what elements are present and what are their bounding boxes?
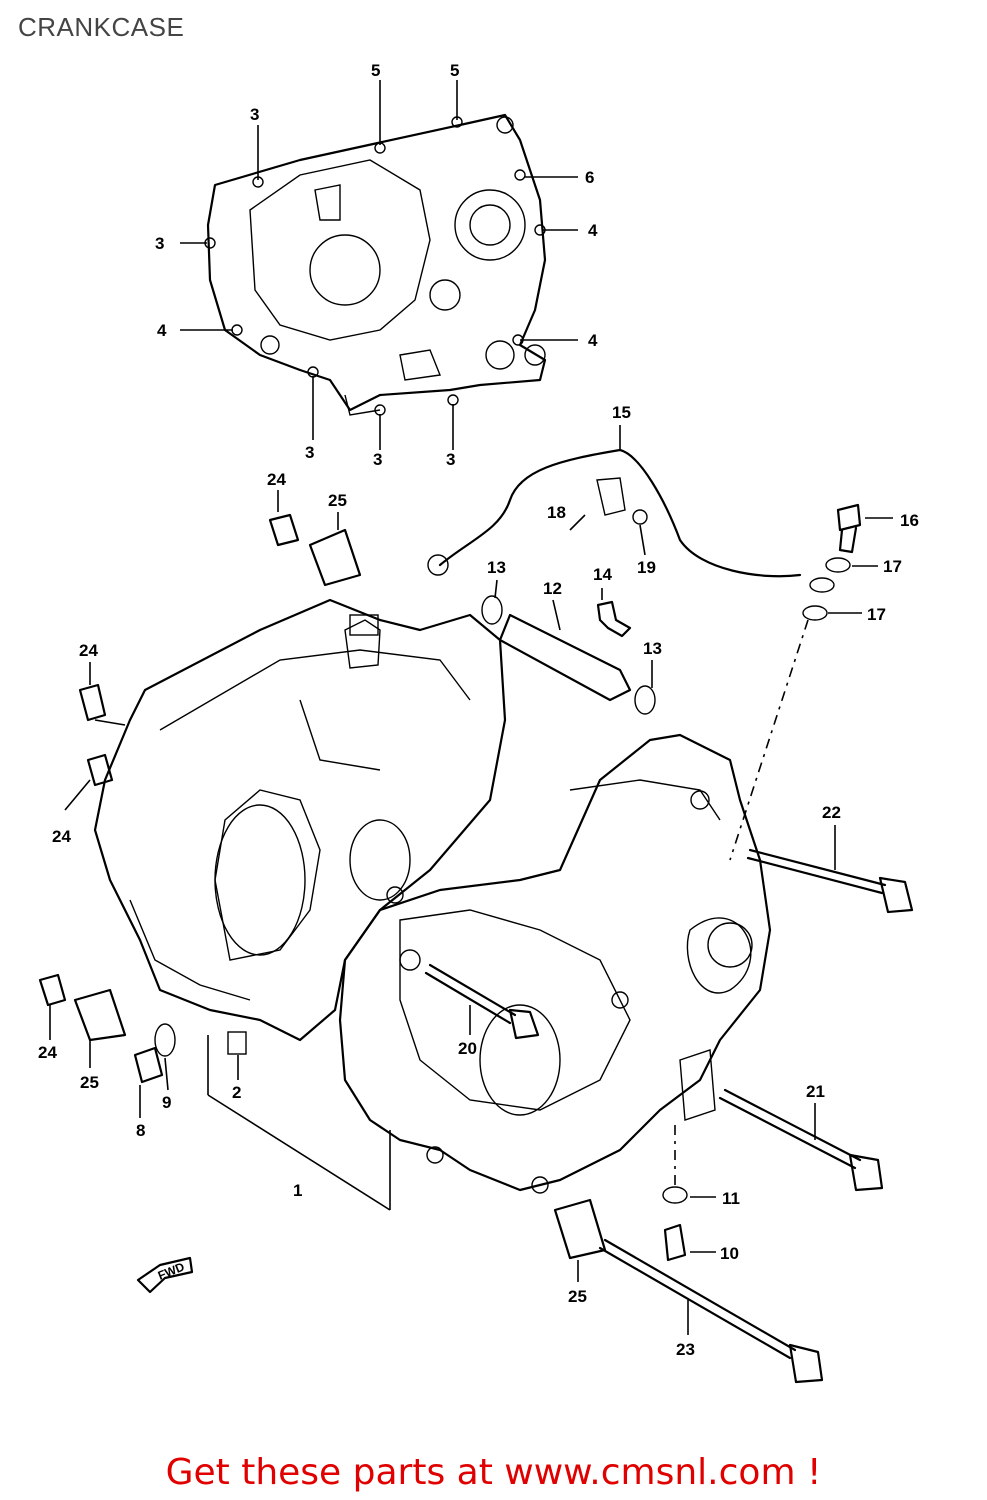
callout-24: 24 (38, 1043, 57, 1062)
callout-4: 4 (588, 331, 598, 350)
callout-3: 3 (446, 450, 455, 469)
body-leaders (49, 425, 893, 1335)
footer-link[interactable]: Get these parts at www.cmsnl.com ! (165, 1452, 822, 1493)
callout-12: 12 (543, 579, 562, 598)
callout-9: 9 (162, 1093, 171, 1112)
callout-24: 24 (267, 470, 286, 489)
crankcase-right-half (338, 733, 772, 1194)
callout-20: 20 (458, 1039, 477, 1058)
callout-23: 23 (676, 1340, 695, 1359)
callout-25: 25 (328, 491, 347, 510)
callout-5: 5 (371, 61, 380, 80)
callout-4: 4 (588, 221, 598, 240)
callout-17: 17 (867, 605, 886, 624)
callout-16: 16 (900, 511, 919, 530)
callout-5: 5 (450, 61, 459, 80)
gasket-part (204, 113, 547, 416)
callout-15: 15 (612, 403, 631, 422)
callout-18: 18 (547, 503, 566, 522)
callout-13: 13 (643, 639, 662, 658)
page-title: CRANKCASE (18, 12, 185, 42)
callout-3: 3 (250, 105, 259, 124)
small-parts (38, 503, 862, 1262)
callout-17: 17 (883, 557, 902, 576)
callout-2: 2 (232, 1083, 241, 1102)
callouts: 3 5 5 6 3 4 4 4 3 3 3 15 24 25 18 19 16 … (38, 61, 919, 1359)
callout-25: 25 (80, 1073, 99, 1092)
callout-13: 13 (487, 558, 506, 577)
fwd-label: FWD (156, 1259, 187, 1282)
callout-24: 24 (52, 827, 71, 846)
long-bolts (424, 848, 914, 1384)
gasket-leaders (180, 80, 578, 450)
callout-22: 22 (822, 803, 841, 822)
callout-3: 3 (373, 450, 382, 469)
callout-8: 8 (136, 1121, 145, 1140)
callout-19: 19 (637, 558, 656, 577)
callout-10: 10 (720, 1244, 739, 1263)
callout-6: 6 (585, 168, 594, 187)
callout-4: 4 (157, 321, 167, 340)
callout-11: 11 (722, 1189, 740, 1208)
forward-arrow-icon: FWD (136, 1256, 194, 1294)
callout-24: 24 (79, 641, 98, 660)
callout-3: 3 (155, 234, 164, 253)
callout-3: 3 (305, 443, 314, 462)
callout-21: 21 (806, 1082, 825, 1101)
callout-25: 25 (568, 1287, 587, 1306)
callout-1: 1 (293, 1181, 302, 1200)
callout-14: 14 (593, 565, 612, 584)
